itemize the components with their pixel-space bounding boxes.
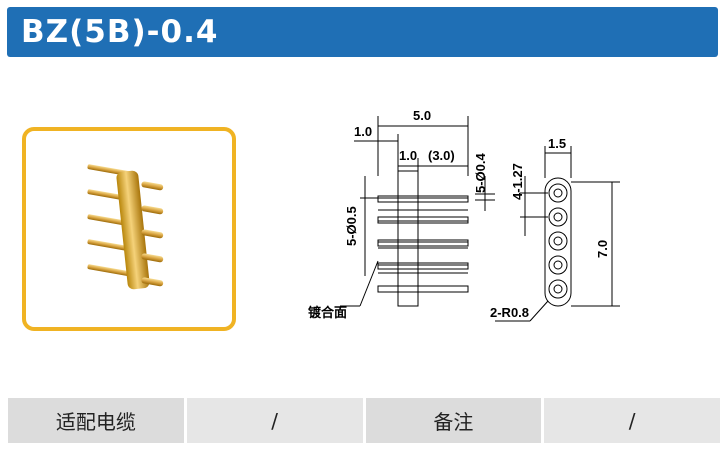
dim-pin-ref: (3.0)	[428, 148, 455, 163]
technical-drawing: 5.0 1.0 1.0 (3.0) 5-Ø0.4 5-Ø0.5 1.5 4-1.…	[308, 108, 620, 322]
dim-pin-dia: 5-Ø0.4	[473, 152, 488, 193]
dim-side-width: 1.5	[548, 136, 566, 151]
dim-body: 1.0	[399, 148, 417, 163]
title-bar: BZ(5B)-0.4	[7, 7, 718, 57]
dim-height: 7.0	[595, 240, 610, 258]
spec-table: 适配电缆 / 备注 /	[8, 398, 720, 443]
dim-radius: 2-R0.8	[490, 305, 529, 320]
short-pins	[141, 181, 164, 287]
cable-label: 适配电缆	[8, 398, 184, 443]
dim-pin-left: 5-Ø0.5	[344, 206, 359, 246]
remark-label: 备注	[365, 398, 542, 443]
connector-photo-icon	[87, 164, 164, 290]
remark-value: /	[544, 398, 720, 443]
product-photo-frame	[22, 127, 236, 331]
connector-body	[116, 170, 150, 290]
dim-left: 1.0	[354, 124, 372, 139]
note-plated: 镀合面	[308, 305, 347, 320]
dim-pitch: 4-1.27	[510, 163, 525, 200]
page-title: BZ(5B)-0.4	[21, 14, 219, 50]
dim-total-width: 5.0	[413, 108, 431, 123]
cable-value: /	[186, 398, 363, 443]
